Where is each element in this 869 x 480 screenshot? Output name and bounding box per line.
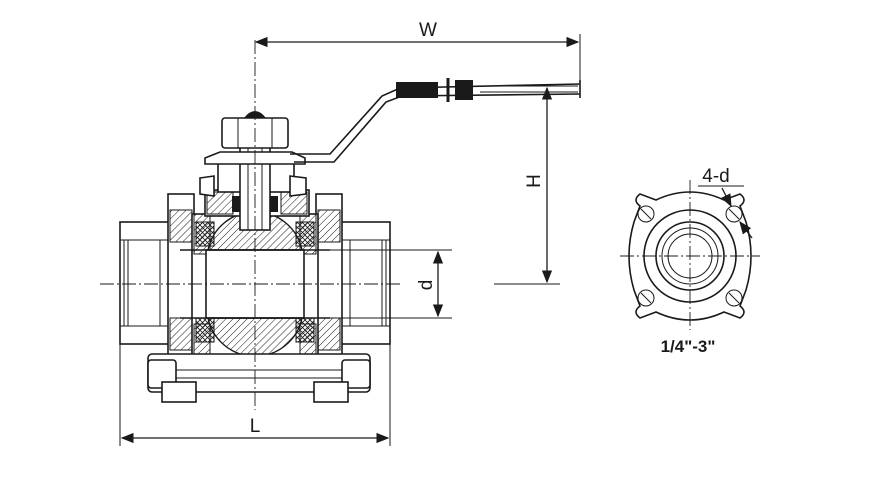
hole-callout-label: 4-d — [702, 166, 729, 187]
dimension-h-label: H — [524, 174, 545, 188]
lever-handle — [290, 78, 581, 163]
dimension-d-label: d — [416, 280, 437, 291]
bolt-hole — [725, 205, 743, 223]
size-range-label: 1/4"-3" — [661, 337, 716, 356]
valve-end-view — [620, 180, 760, 330]
dimension-l: L — [119, 344, 391, 446]
tie-bolt — [147, 353, 371, 403]
dimension-l-label: L — [250, 416, 261, 437]
valve-side-view — [100, 40, 581, 410]
hole-callout: 4-d — [698, 166, 753, 239]
dimension-h: H — [494, 86, 560, 285]
dimension-w: W — [254, 20, 581, 80]
dimension-d: d — [330, 249, 452, 319]
bolt-hole — [637, 289, 655, 307]
bolt-hole — [725, 289, 743, 307]
stem-assembly — [199, 111, 310, 231]
dimension-w-label: W — [419, 20, 437, 41]
bolt-hole — [637, 205, 655, 223]
